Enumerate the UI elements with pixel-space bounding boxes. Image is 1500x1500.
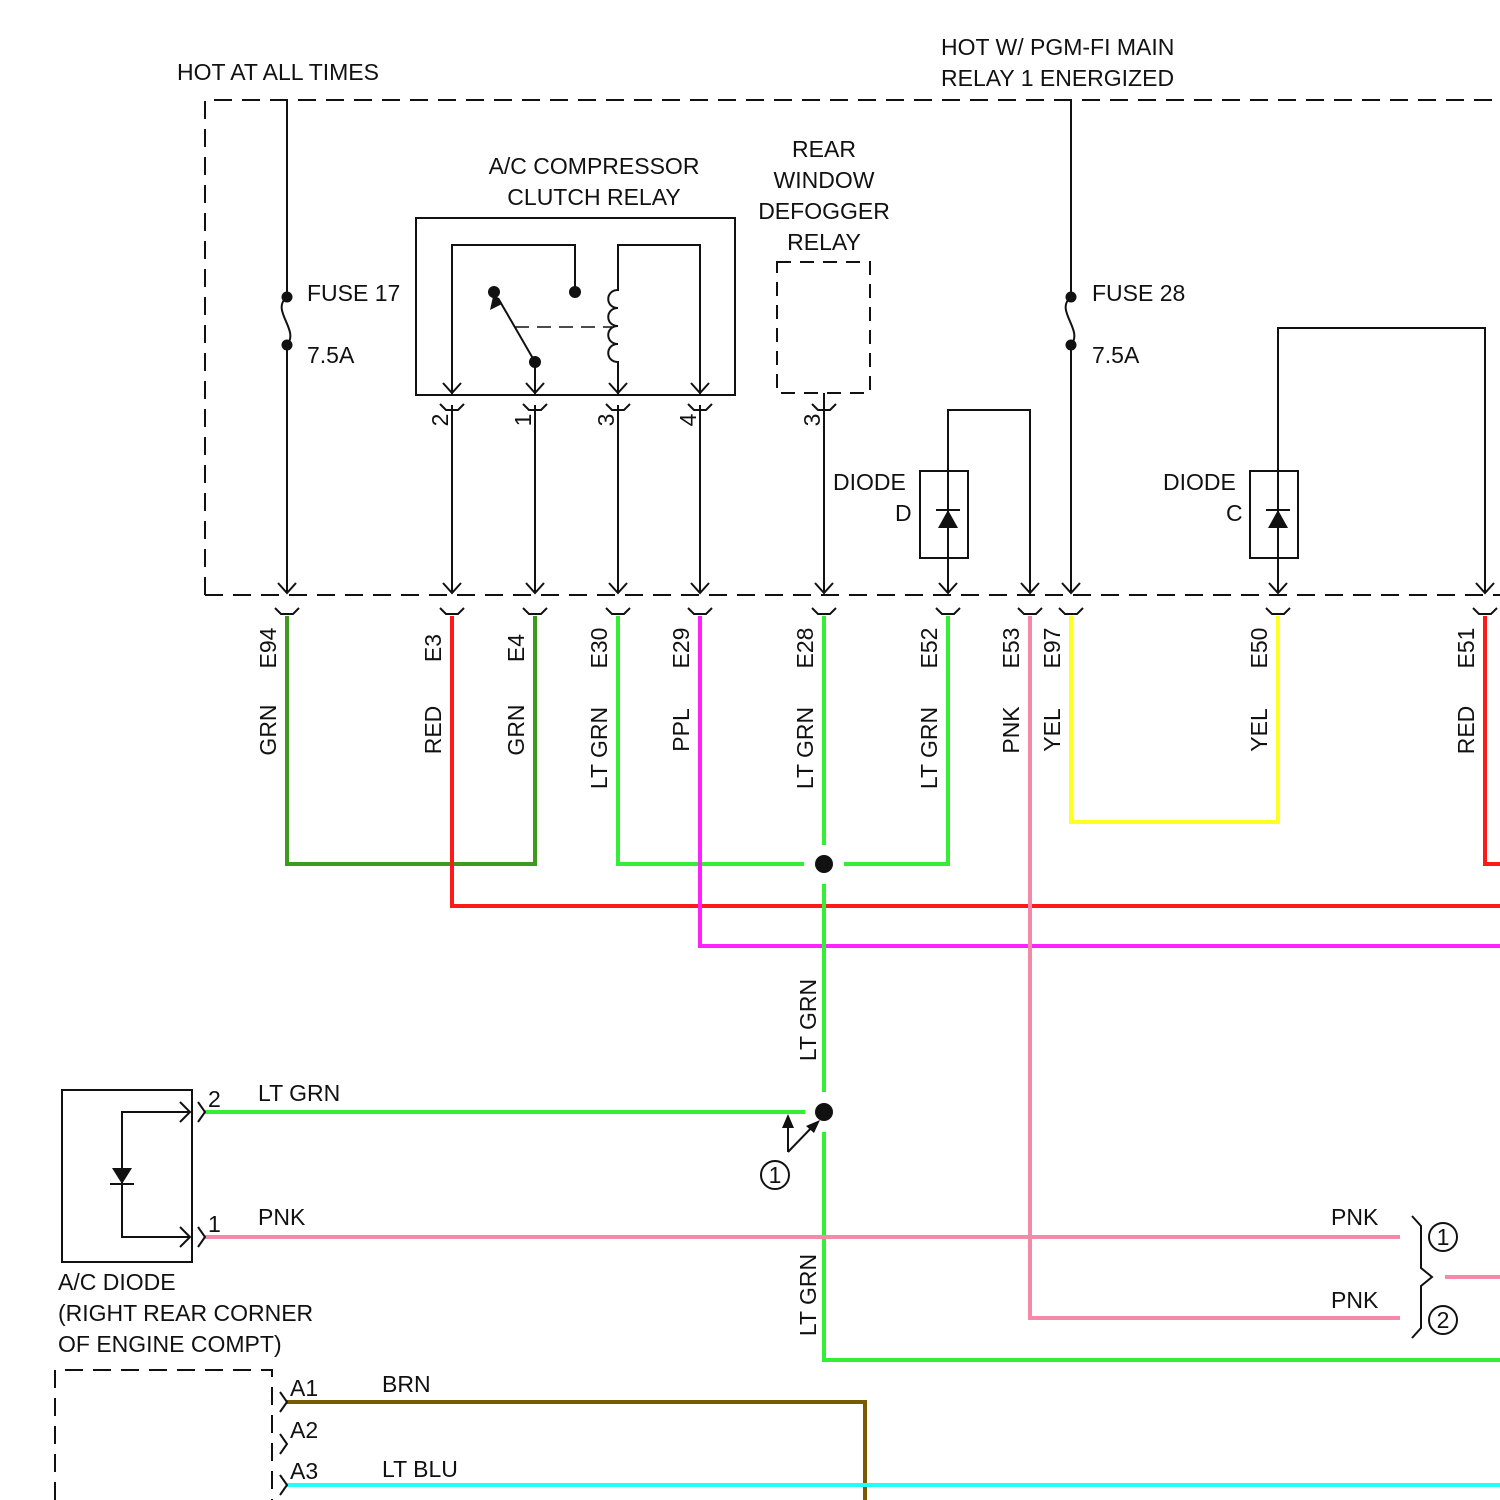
terminal-connector (606, 608, 630, 614)
terminal-id-e50: E50 (1246, 628, 1272, 669)
relay-pin-number: 4 (675, 413, 701, 426)
splice-point-lower (815, 1103, 833, 1121)
wire-color-label: PNK (998, 706, 1024, 754)
ac-diode-label-2: (RIGHT REAR CORNER (58, 1300, 313, 1326)
wire-color-label: LT GRN (792, 707, 818, 789)
diode-c: DIODE C (1163, 328, 1485, 593)
trunk-label-upper: LT GRN (795, 979, 821, 1061)
wire-e29-ppl (700, 616, 1500, 946)
fuse-28: FUSE 28 7.5A (1066, 100, 1186, 593)
wire-color-label: LT GRN (586, 707, 612, 789)
hot-at-all-times-label: HOT AT ALL TIMES (177, 59, 379, 85)
wire-e94-grn (287, 616, 535, 864)
terminal-connector (1266, 608, 1290, 614)
hot-pgm-label-1: HOT W/ PGM-FI MAIN (941, 34, 1174, 60)
wire-color-label: YEL (1039, 708, 1065, 752)
fuse-17-name: FUSE 17 (307, 280, 400, 306)
wire-color-label: RED (420, 706, 446, 755)
pin-a2: A2 (290, 1417, 318, 1443)
diode-d-label-1: DIODE (833, 469, 906, 495)
terminal-connector (812, 608, 836, 614)
terminal-id-e97: E97 (1039, 628, 1065, 669)
diode-c-label-1: DIODE (1163, 469, 1236, 495)
defogger-title-2: WINDOW (774, 167, 875, 193)
terminal-connector (936, 608, 960, 614)
terminal-connector (523, 608, 547, 614)
ac-compressor-clutch-relay: A/C COMPRESSOR CLUTCH RELAY (416, 153, 735, 395)
pin-a3: A3 (290, 1458, 318, 1484)
terminal-connector (1059, 608, 1083, 614)
wire-e51-red (1485, 616, 1500, 864)
wire-color-label: LT GRN (916, 707, 942, 789)
fuse-17-rating: 7.5A (307, 342, 355, 368)
pin-a1: A1 (290, 1375, 318, 1401)
hot-pgm-label-2: RELAY 1 ENERGIZED (941, 65, 1174, 91)
wire-color-label: YEL (1246, 708, 1272, 752)
svg-text:PNK: PNK (1331, 1287, 1379, 1313)
ac-diode-pin-2: 2 (208, 1086, 221, 1112)
terminal-id-e52: E52 (916, 628, 942, 669)
fuse-28-rating: 7.5A (1092, 342, 1140, 368)
wire-color-label: PPL (668, 708, 694, 752)
terminal-id-e29: E29 (668, 628, 694, 669)
wire-color-label: GRN (503, 704, 529, 755)
relay-pin-number: 1 (510, 414, 536, 427)
terminal-connector (1473, 608, 1497, 614)
trunk-label-lower: LT GRN (795, 1254, 821, 1336)
defogger-title-1: REAR (792, 136, 856, 162)
fuse-28-name: FUSE 28 (1092, 280, 1185, 306)
bottom-connector: A1 A2 A3 BRN LT BLU (55, 1370, 458, 1500)
svg-text:1: 1 (1437, 1224, 1450, 1250)
diode-d: DIODE D (833, 410, 1030, 593)
ac-diode-wire-1-label: PNK (258, 1204, 306, 1230)
wire-color-label: RED (1453, 706, 1479, 755)
wire-e30-ltgrn (618, 616, 804, 864)
ac-diode-pin-1: 1 (208, 1211, 221, 1237)
rear-window-defogger-relay: REAR WINDOW DEFOGGER RELAY (758, 136, 890, 393)
relay-pin-number: 3 (593, 414, 619, 427)
terminal-id-e94: E94 (255, 627, 281, 668)
terminal-id-e51: E51 (1453, 628, 1479, 669)
terminal-id-e53: E53 (998, 628, 1024, 669)
relay-pin-number: 2 (427, 414, 453, 427)
ac-relay-title-1: A/C COMPRESSOR (489, 153, 700, 179)
ac-diode-label-1: A/C DIODE (58, 1269, 176, 1295)
diode-d-label-2: D (895, 500, 912, 526)
wire-brn-label: BRN (382, 1371, 431, 1397)
ac-relay-title-2: CLUTCH RELAY (507, 184, 680, 210)
fuse-17: FUSE 17 7.5A (282, 100, 401, 593)
splice-point-upper (815, 855, 833, 873)
terminal-id-e28: E28 (792, 628, 818, 669)
diode-c-label-2: C (1226, 500, 1243, 526)
terminal-id-e4: E4 (503, 634, 529, 662)
defogger-pin-number: 3 (799, 414, 825, 427)
defogger-title-4: RELAY (787, 229, 861, 255)
svg-text:1: 1 (769, 1162, 782, 1188)
terminal-connector (688, 608, 712, 614)
terminal-connector (275, 608, 299, 614)
svg-text:2: 2 (1437, 1307, 1450, 1333)
ac-diode-label-3: OF ENGINE COMPT) (58, 1331, 282, 1357)
svg-text:PNK: PNK (1331, 1204, 1379, 1230)
wire-lt-blu-label: LT BLU (382, 1456, 458, 1482)
wire-color-label: GRN (255, 704, 281, 755)
terminal-connector (440, 608, 464, 614)
terminal-connector (1018, 608, 1042, 614)
defogger-title-3: DEFOGGER (758, 198, 890, 224)
splice-callout: 1 (761, 1114, 820, 1189)
ac-diode: 2 1 LT GRN PNK A/C DIODE (RIGHT REAR COR… (58, 1080, 340, 1357)
ac-diode-wire-2-label: LT GRN (258, 1080, 340, 1106)
terminal-id-e3: E3 (420, 634, 446, 662)
terminal-id-e30: E30 (586, 628, 612, 669)
